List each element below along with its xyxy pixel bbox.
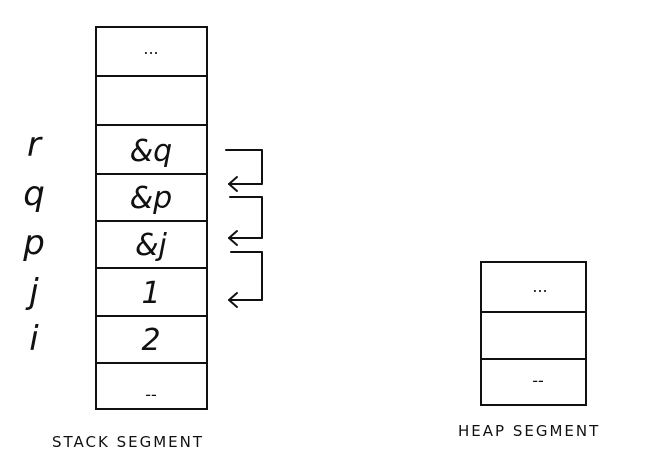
row-label-i: i <box>29 319 39 359</box>
heap-cell-value: -- <box>532 371 544 390</box>
row-label-p: p <box>22 223 45 263</box>
stack-cell-value: ... <box>143 39 158 58</box>
stack-cell: ... <box>95 26 208 77</box>
pointer-arrow-p-to-j <box>228 251 263 308</box>
stack-cell-value: 1 <box>141 276 160 311</box>
stack-cell: 1 <box>95 267 208 317</box>
stack-cell: &q <box>95 124 208 175</box>
heap-segment-caption: HEAP SEGMENT <box>458 422 600 440</box>
stack-cell: 2 <box>95 315 208 364</box>
stack-cell-value: &p <box>130 181 172 216</box>
row-labels: r q p j i <box>22 125 45 359</box>
pointer-arrows <box>225 149 263 308</box>
stack-cell-value: &q <box>130 134 172 169</box>
stack-cell-value: 2 <box>141 323 160 358</box>
row-label-j: j <box>25 272 39 312</box>
row-label-r: r <box>27 125 43 165</box>
stack-cell: &j <box>95 220 208 269</box>
stack-cell: &p <box>95 173 208 222</box>
stack-cell-value: -- <box>145 385 157 404</box>
stack-segment: ... &q &p &j 1 2 <box>52 26 208 451</box>
pointer-arrow-q-to-p <box>228 196 263 246</box>
heap-cell: -- <box>480 358 587 406</box>
pointer-arrow-r-to-q <box>225 149 263 192</box>
stack-cell: -- <box>95 362 208 410</box>
heap-cell-value: ... <box>532 277 547 296</box>
stack-cell-value: &j <box>135 228 167 263</box>
heap-cell: ... <box>480 261 587 313</box>
heap-cell <box>480 311 587 360</box>
stack-cell <box>95 75 208 126</box>
heap-segment: ... -- HEAP SEGMENT <box>458 261 600 440</box>
row-label-q: q <box>23 174 45 214</box>
stack-segment-caption: STACK SEGMENT <box>52 433 204 451</box>
